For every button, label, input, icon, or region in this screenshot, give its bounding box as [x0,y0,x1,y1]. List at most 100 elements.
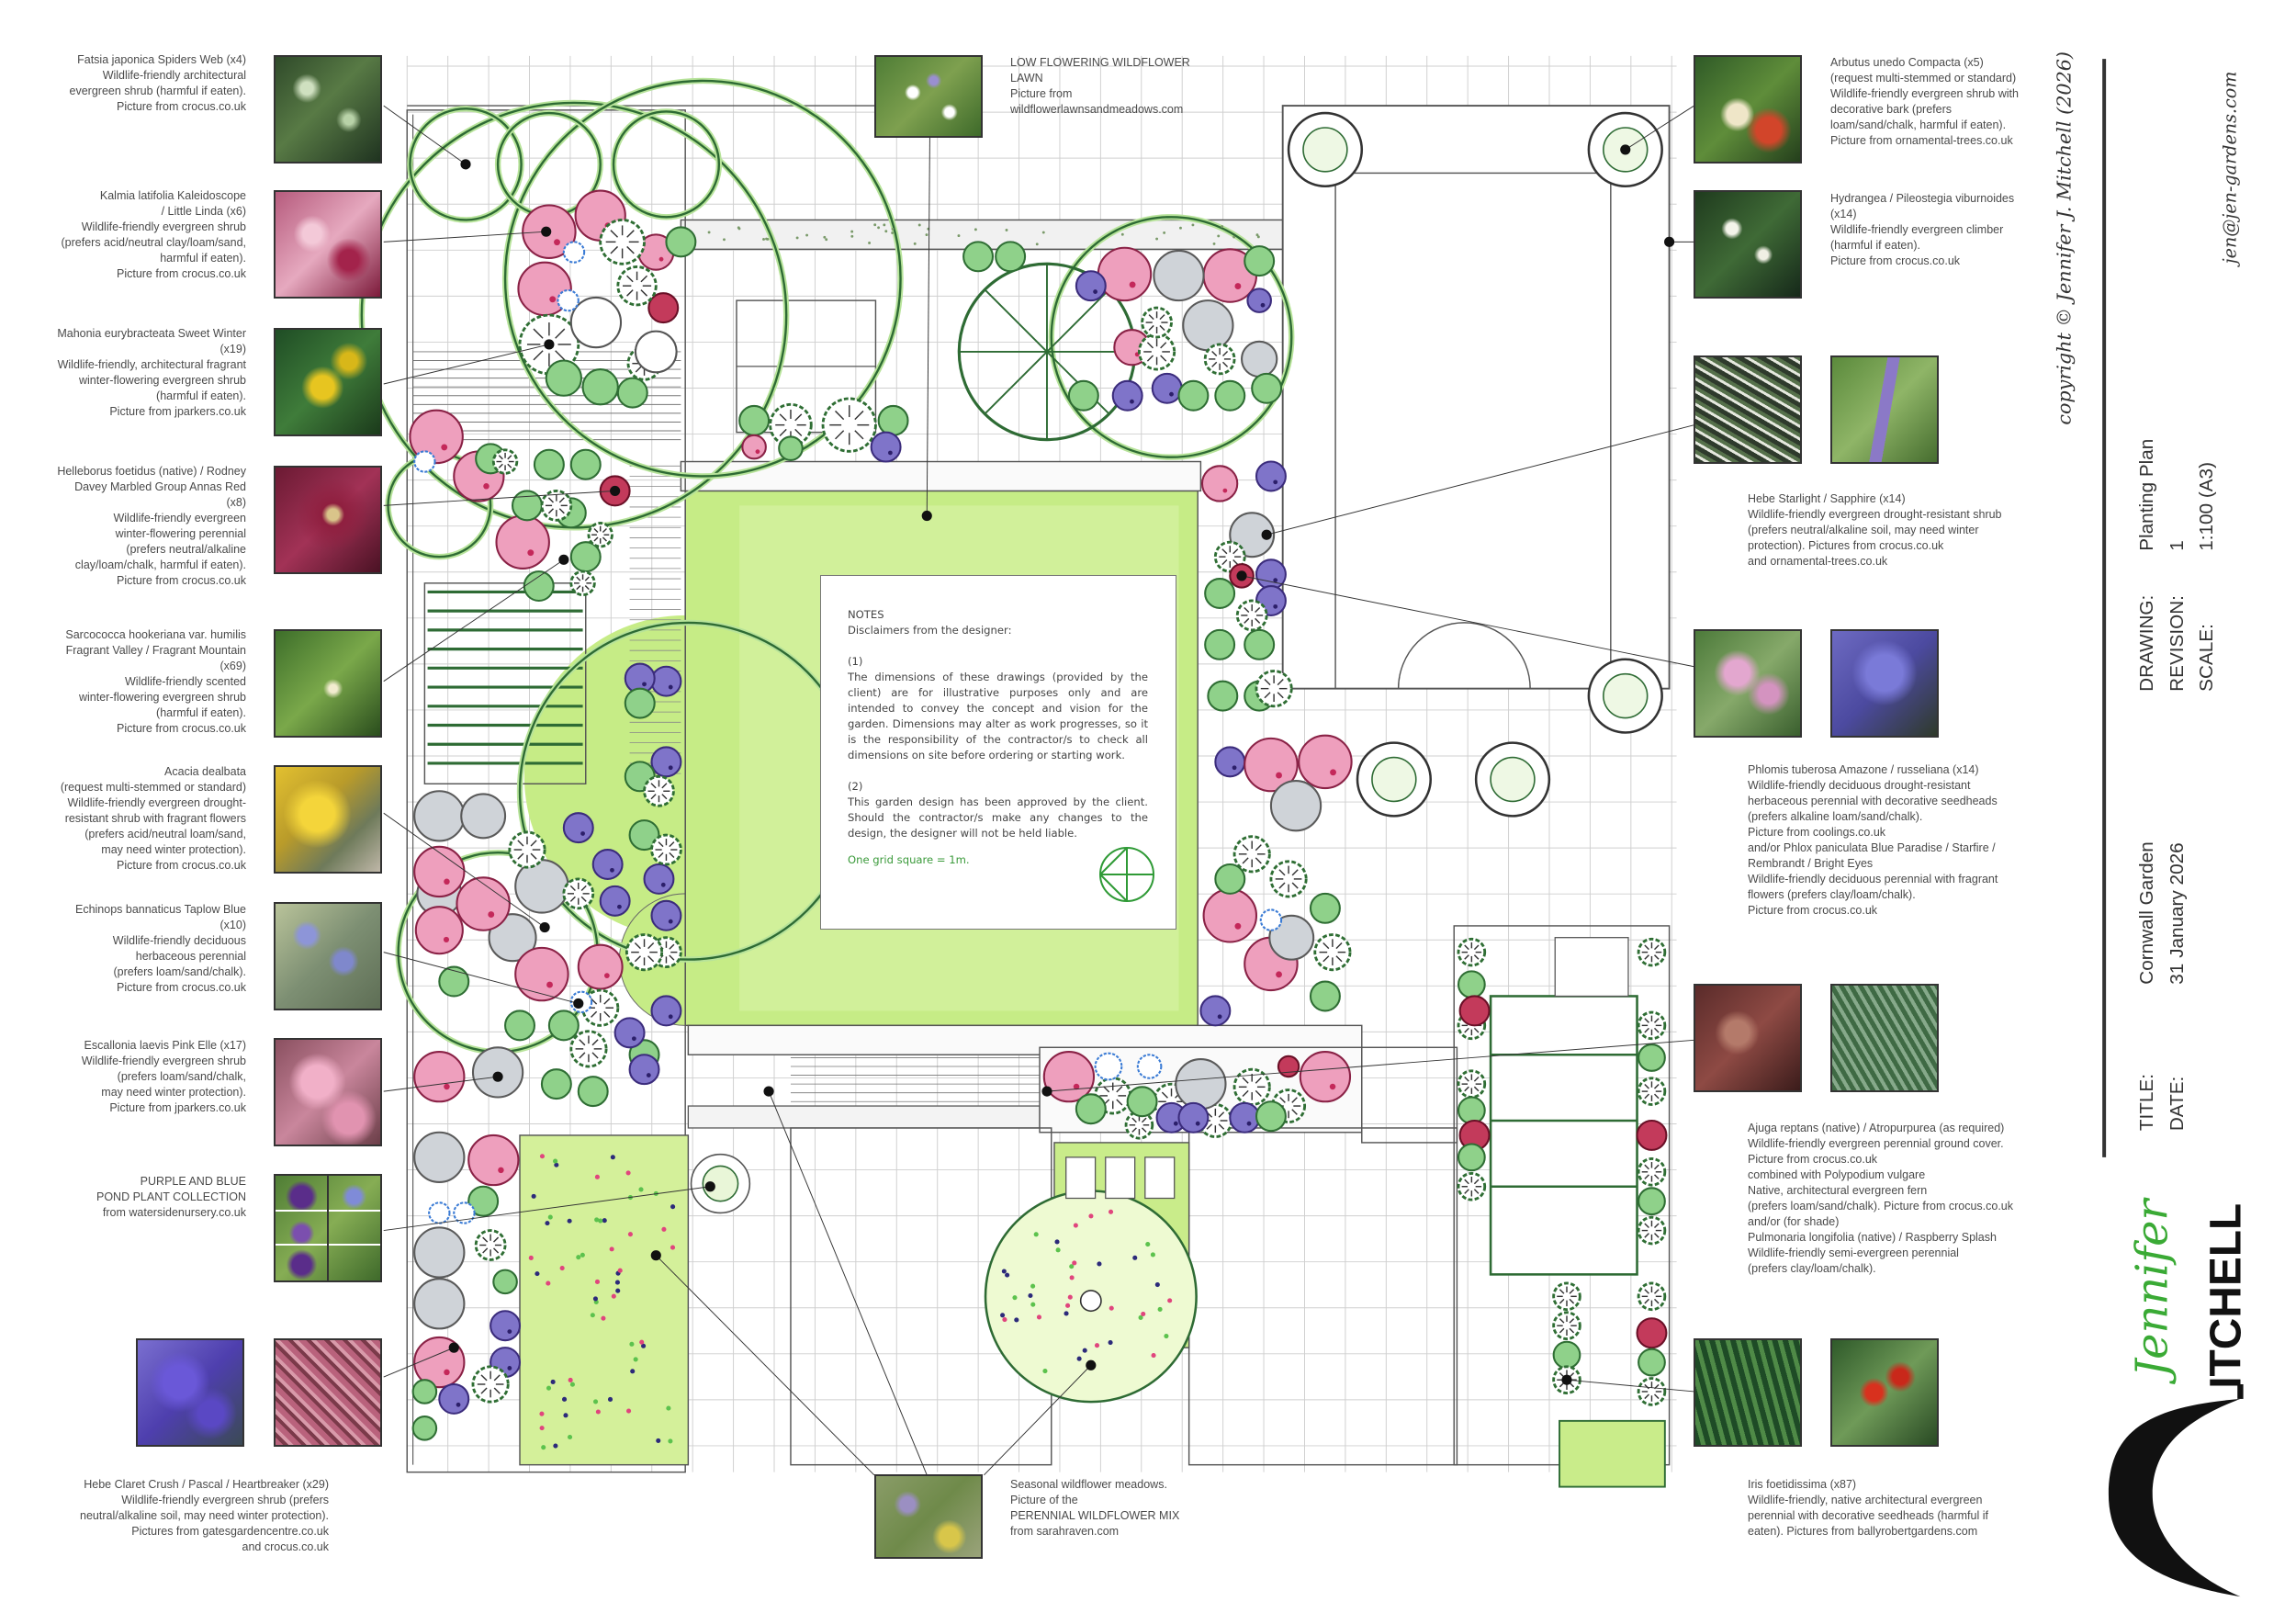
sarcococca-spoke [626,230,635,238]
sarcococca-spoke [779,413,787,422]
sarcococca-spoke [1264,678,1271,686]
sarcococca-spoke [492,1236,500,1243]
phlomis-shrub [1175,1057,1227,1111]
sarcococca-spoke [1131,1127,1137,1133]
sarcococca-spoke [1221,548,1228,555]
leader-line [383,231,546,243]
fatsia-trunk [634,330,678,374]
sarcococca-spoke [1116,1086,1123,1093]
sarcococca-spoke [603,998,611,1005]
flower-dot [658,256,664,262]
flower-dot [1073,1083,1080,1090]
sarcococca-spoke [1644,1383,1649,1390]
fatsia-trunk [569,296,623,349]
sarcococca-spoke [584,576,590,581]
patio-gravel [1232,235,1236,239]
flower-dot [1217,1014,1222,1020]
label-phlomis: Phlomis tuberosa Amazone / russeliana (x… [1748,763,1998,917]
sarcococca-spoke [1232,548,1239,555]
kalmia-shrub [514,946,569,1002]
leader-line [383,490,615,506]
photo-pond-plants [274,1174,382,1282]
hebe-shrub [778,435,804,461]
meadow-flower [1167,1298,1173,1303]
sarcococca-spoke [1141,1117,1147,1123]
helleborus-plant [1636,1119,1668,1151]
flower-dot [549,296,557,303]
photo-mahonia [274,328,382,436]
hebe-shrub [511,490,543,522]
sarcococca-spoke [1255,606,1261,614]
sarcococca-spoke [626,275,634,283]
patio-gravel [1256,235,1260,239]
sarcococca-spoke [1160,355,1167,362]
phlomis-shrub [1268,914,1315,961]
meadow-flower [1002,1317,1007,1323]
drawing-label: DRAWING: [2136,595,2157,692]
meadow-flower [641,1343,647,1348]
sarcococca-spoke [1654,1393,1660,1400]
meadow-flower [630,1369,636,1374]
conservatory [1334,172,1612,690]
meadow-flower [1108,1209,1114,1214]
shed [1361,1046,1458,1144]
escallonia-shrub [1094,1052,1123,1081]
hebe-shrub [540,1068,572,1100]
notes-subheading: Disclaimers from the designer: [848,624,1012,637]
flower-dot [642,682,647,687]
sarcococca-spoke [794,428,803,437]
sarcococca-spoke [1654,1298,1660,1304]
echinops-plant [1177,1101,1210,1134]
sarcococca-spoke [555,328,566,339]
leader-line [383,1347,455,1378]
sarcococca-spoke [580,885,587,891]
sarcococca-spoke [1559,1298,1565,1304]
meadow-flower [1094,1343,1100,1348]
meadow-flower [550,1379,556,1385]
label-hydrangea: Hydrangea / Pileostegia viburnoides (x14… [1830,192,2015,267]
sarcococca-spoke [591,1039,599,1046]
hebe-shrub [962,241,995,273]
hebe-shrub [1457,1096,1486,1125]
patio-gravel [805,233,809,237]
patio-gravel [765,237,768,241]
echinops-plant [613,1017,646,1049]
sarcococca-spoke [1654,944,1660,951]
meadow-flower [626,1408,632,1414]
sarcococca-spoke [1232,559,1239,566]
meadow-flower [610,1155,615,1160]
arbutus-tree [1371,756,1417,803]
photo-escallonia [274,1038,382,1146]
sarcococca-spoke [1278,869,1286,876]
sarcococca-spoke [1221,361,1229,367]
pergola-spoke [984,351,1048,415]
meadow-flower [547,1214,553,1220]
echinops-plant [1111,379,1143,412]
leader-line [1566,1379,1694,1393]
hebe-shrub [1309,980,1341,1012]
side-pergola [1489,995,1638,1276]
flower-dot [1273,578,1278,583]
phlomis-shrub [488,913,537,963]
meadow-flower [638,1187,644,1192]
echinops-plant [1246,288,1272,313]
sarcococca-spoke [1473,1027,1480,1033]
date-label: DATE: [2167,1077,2188,1131]
sarcococca-spoke [1569,1327,1575,1334]
leader-line [1266,424,1694,536]
arbutus-tree [1490,756,1536,803]
sarcococca-spoke [493,1374,501,1382]
phlomis-shrub [1269,780,1322,832]
paving-right [1187,1127,1458,1466]
flower-dot [456,1402,461,1407]
hebe-shrub [1255,1100,1287,1133]
meadow-flower [617,1268,623,1273]
patio-gravel [957,234,961,238]
flower-dot [1129,281,1136,288]
sarcococca-spoke [1644,1298,1649,1304]
meadow-flower [546,1280,551,1286]
meadow-flower [1000,1313,1006,1318]
meadow-flower [598,1218,603,1224]
leader-dot [763,1086,774,1097]
sarcococca-spoke [1218,1111,1225,1118]
